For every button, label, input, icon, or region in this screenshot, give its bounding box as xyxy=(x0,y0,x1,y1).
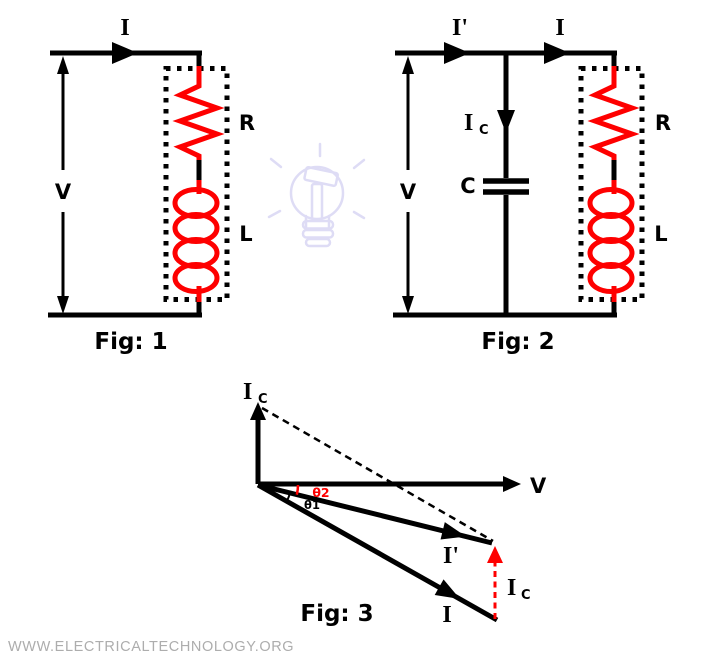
fig3-v-axis-arrowhead-icon xyxy=(503,476,521,492)
fig1-voltage-arrowhead-down-icon xyxy=(57,296,69,314)
fig2-resistor-label: R xyxy=(655,111,671,135)
fig1-current-arrow-icon xyxy=(112,42,138,64)
fig3-phasor-diagram: I C V I' I I C θ2 θ1 Fig: 3 xyxy=(243,379,547,628)
fig2-cap-current-arrow-icon xyxy=(497,110,515,133)
fig2-voltage-arrowhead-up-icon xyxy=(402,56,414,74)
lightbulb-watermark-icon xyxy=(267,142,366,248)
fig2-circuit: I' I V I C C R xyxy=(393,15,671,355)
fig3-construction-dashed-line xyxy=(261,406,494,543)
fig1-circuit: I V R L Fig: 1 xyxy=(48,15,255,355)
fig3-v-axis-label: V xyxy=(530,474,547,498)
fig2-caption: Fig: 2 xyxy=(481,329,554,355)
fig2-capacitor-label: C xyxy=(460,174,475,198)
fig3-theta2-arc xyxy=(295,484,300,496)
fig1-resistor-icon xyxy=(172,66,225,162)
fig1-inductor-icon xyxy=(172,180,220,303)
fig2-cap-current-sub: C xyxy=(479,123,489,138)
fig1-voltage-arrow: V xyxy=(55,56,72,314)
fig1-resistor-label: R xyxy=(239,111,255,135)
fig1-inductor-label: L xyxy=(239,222,252,246)
fig3-ic-component-sub: C xyxy=(521,588,531,603)
fig3-i-arrowhead-icon xyxy=(434,579,460,599)
fig2-capacitor-branch: I C C xyxy=(460,53,529,317)
fig3-ic-axis-sub: C xyxy=(258,392,268,407)
fig2-inductor-label: L xyxy=(654,222,667,246)
fig3-theta1-arc xyxy=(285,492,291,502)
fig3-i-prime-label: I' xyxy=(443,543,459,569)
fig2-inductor-icon xyxy=(587,180,635,303)
fig3-i-prime-arrowhead-icon xyxy=(440,522,466,540)
fig2-branch-current-arrow-icon xyxy=(544,42,570,64)
fig1-current-label: I xyxy=(120,15,129,41)
fig2-source-current-arrow-icon xyxy=(444,42,470,64)
fig3-ic-component-arrowhead-icon xyxy=(487,546,503,563)
fig1-caption: Fig: 1 xyxy=(94,329,167,355)
fig3-i-label: I xyxy=(442,602,451,628)
fig3-ic-axis-label: I xyxy=(243,379,252,405)
fig3-ic-component-label: I xyxy=(507,575,516,601)
fig2-voltage-arrowhead-down-icon xyxy=(402,296,414,314)
fig2-cap-current-label: I xyxy=(464,110,473,136)
fig3-theta1-label: θ1 xyxy=(304,498,320,512)
site-watermark: WWW.ELECTRICALTECHNOLOGY.ORG xyxy=(8,639,294,655)
fig2-source-current-label: I' xyxy=(452,15,468,41)
fig2-resistor-icon xyxy=(587,66,640,162)
fig3-i-vector xyxy=(256,482,499,623)
fig1-voltage-arrowhead-up-icon xyxy=(57,56,69,74)
fig3-caption: Fig: 3 xyxy=(300,601,373,627)
fig2-voltage-arrow: V xyxy=(400,56,417,314)
fig2-voltage-label: V xyxy=(400,180,417,204)
fig3-ic-axis-arrowhead-icon xyxy=(250,402,266,420)
fig2-branch-current-label: I xyxy=(555,15,564,41)
fig3-theta2-label: θ2 xyxy=(312,485,329,500)
fig1-voltage-label: V xyxy=(55,180,72,204)
